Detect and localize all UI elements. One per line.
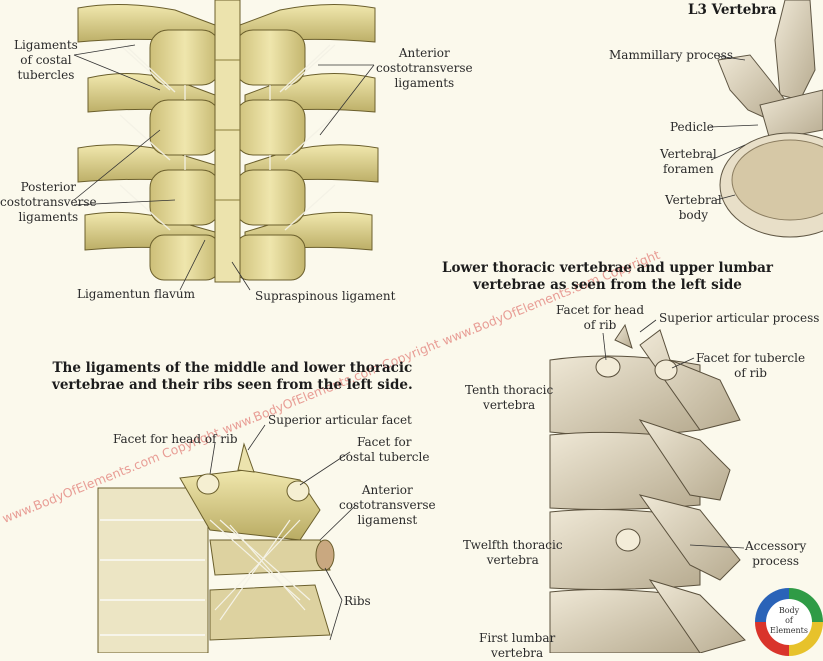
label-first-lumbar: First lumbar vertebra xyxy=(479,631,556,660)
logo-line-1: Body xyxy=(778,606,800,615)
label-vertebral-foramen: Vertebral foramen xyxy=(660,147,717,176)
middle-ligaments-title: The ligaments of the middle and lower th… xyxy=(52,360,413,393)
label-tenth-thoracic: Tenth thoracic vertebra xyxy=(465,383,554,412)
label-posterior-costotransverse: Posterior costotransverse ligaments xyxy=(0,180,97,224)
label-supraspinous-ligament: Supraspinous ligament xyxy=(255,289,396,303)
label-superior-articular-process: Superior articular process xyxy=(659,311,820,325)
label-facet-costal-tubercle: Facet for costal tubercle xyxy=(339,435,430,464)
label-accessory-process: Accessory process xyxy=(745,539,807,568)
label-facet-head-rib-right: Facet for head of rib xyxy=(556,303,645,332)
label-ligamentum-flavum: Ligamentun flavum xyxy=(77,287,195,301)
logo-line-2: of xyxy=(785,616,793,625)
spine-posterior-view xyxy=(73,0,379,291)
label-twelfth-thoracic: Twelfth thoracic vertebra xyxy=(463,538,563,567)
body-of-elements-logo: Body of Elements xyxy=(755,588,823,656)
middle-spine-ligaments xyxy=(97,424,357,653)
logo-line-3: Elements xyxy=(770,626,808,635)
label-mammillary-process: Mammillary process xyxy=(609,48,733,62)
label-facet-tubercle-rib: Facet for tubercle of rib xyxy=(696,351,806,380)
label-ligaments-costal-tubercles: Ligaments of costal tubercles xyxy=(14,38,78,82)
l3-title: L3 Vertebra xyxy=(688,2,777,18)
lower-thoracic-title: Lower thoracic vertebrae and upper lumba… xyxy=(442,260,773,293)
label-anterior-costotransverse-top: Anterior costotransverse ligaments xyxy=(376,46,473,90)
logo-text: Body of Elements xyxy=(766,599,812,645)
label-ribs: Ribs xyxy=(344,594,371,608)
l3-vertebra xyxy=(709,0,823,238)
lower-spine-lateral xyxy=(549,319,746,653)
label-pedicle: Pedicle xyxy=(670,120,714,134)
label-facet-head-rib-left: Facet for head of rib xyxy=(113,432,238,446)
label-anterior-costotransverse-bottom: Anterior costotransverse ligamenst xyxy=(339,483,436,527)
label-vertebral-body: Vertebral body xyxy=(665,193,722,222)
label-superior-articular-facet: Superior articular facet xyxy=(268,413,412,427)
